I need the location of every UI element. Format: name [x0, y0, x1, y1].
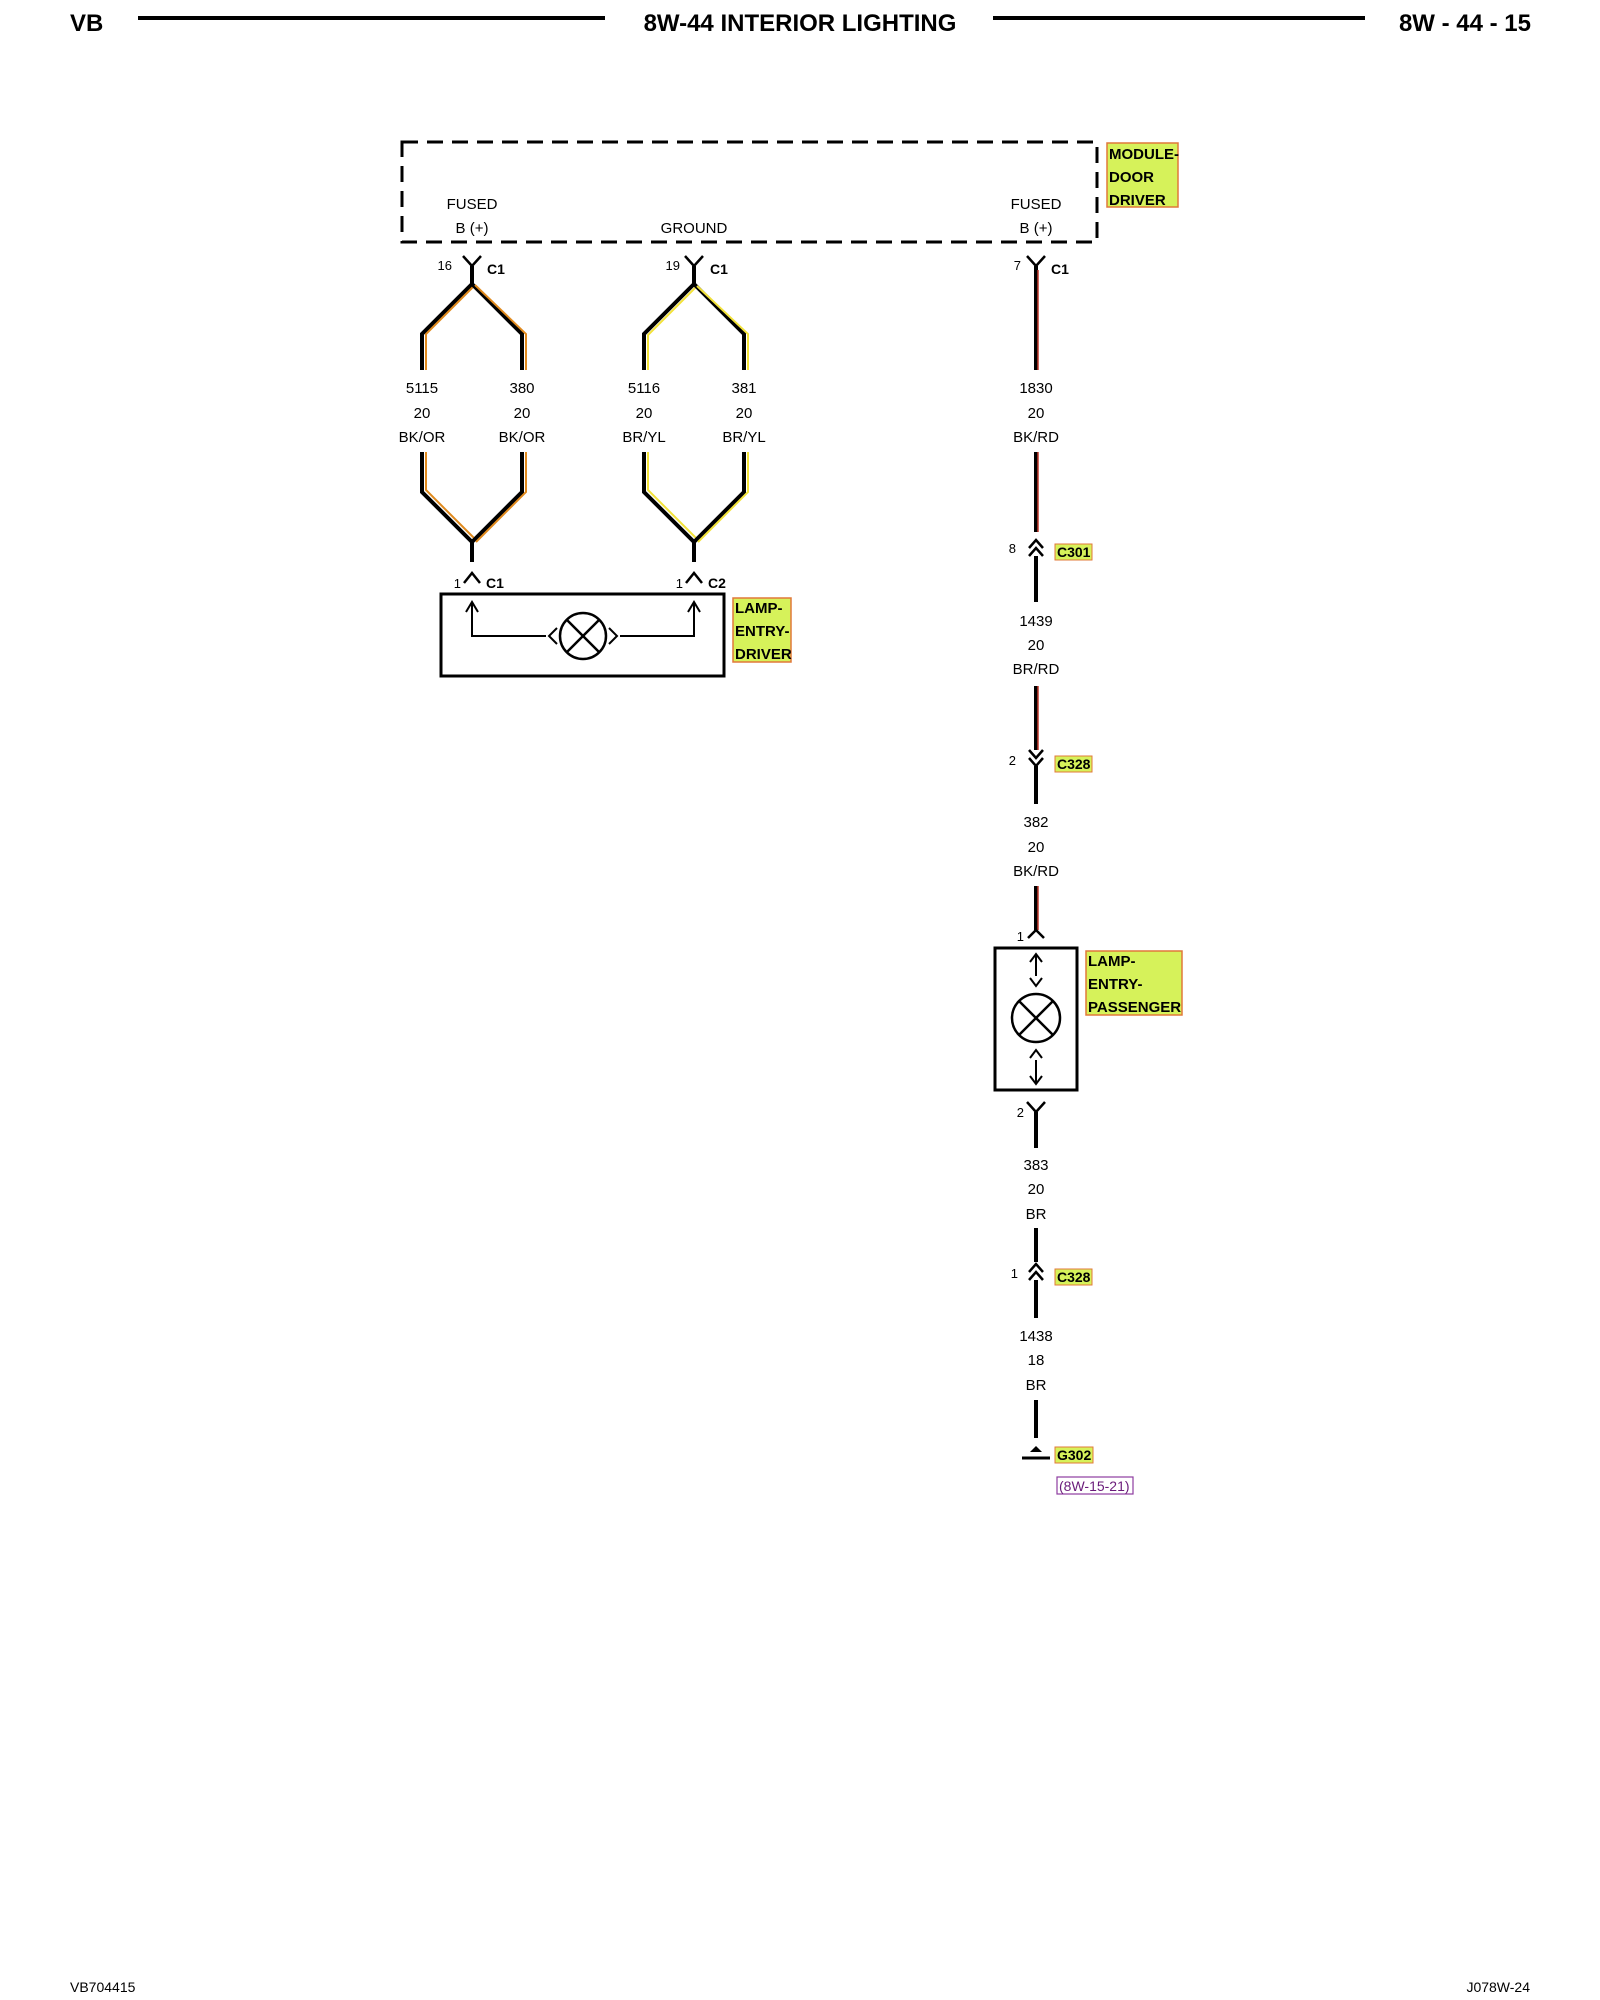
- wire-5115-color: BK/OR: [399, 429, 446, 446]
- lamp-driver-c1-label: C1: [486, 575, 504, 591]
- connector-c1-16-label: C1: [487, 261, 505, 277]
- pin-8: 8: [1009, 541, 1016, 556]
- connector-c1-7-symbol: [1026, 255, 1046, 268]
- wire-1830-gauge: 20: [1028, 405, 1045, 422]
- connector-c328-2-symbol: [1028, 749, 1044, 760]
- lamp-entry-driver: [439, 592, 726, 678]
- wire-1439-gauge: 20: [1028, 637, 1045, 654]
- wire-1830-color: BK/RD: [1013, 429, 1059, 446]
- connector-c301-symbol: [1028, 538, 1044, 549]
- circuit-right-run: [1026, 255, 1046, 939]
- connector-c328-1-label: C328: [1057, 1269, 1091, 1285]
- lamp-driver-name-line1: LAMP-: [735, 600, 783, 617]
- connector-c1-7-label: C1: [1051, 261, 1069, 277]
- header-left: VB: [70, 10, 103, 37]
- lamp-driver-pin-c2: 1: [676, 576, 683, 591]
- lamp-driver-c2-label: C2: [708, 575, 726, 591]
- lamp-driver-tag: [732, 597, 792, 663]
- lamp-driver-pin-c1: 1: [454, 576, 461, 591]
- wire-1438-id: 1438: [1019, 1328, 1052, 1345]
- pin-19: 19: [666, 258, 680, 273]
- connector-c328-1-symbol: [1028, 1262, 1044, 1273]
- ground-g302-tag: [1054, 1446, 1094, 1464]
- wire-380-gauge: 20: [514, 405, 531, 422]
- page-number: 8W - 44 - 15: [1399, 10, 1531, 37]
- wire-1439-color: BR/RD: [1013, 661, 1060, 678]
- lamp-passenger-name-line3: PASSENGER: [1088, 999, 1181, 1016]
- wire-380-id: 380: [509, 380, 534, 397]
- circuit-ground-run: [1022, 1101, 1050, 1460]
- wire-381-color: BR/YL: [722, 429, 765, 446]
- wire-383-id: 383: [1023, 1157, 1048, 1174]
- connector-c1-19-symbol: [684, 255, 704, 268]
- connector-lamp-c1-symbol: [463, 570, 481, 584]
- wire-380-color: BK/OR: [499, 429, 546, 446]
- wire-1438-color: BR: [1026, 1377, 1047, 1394]
- connector-c328-1-tag: [1054, 1268, 1093, 1286]
- connector-lamp-c2-symbol: [685, 570, 703, 584]
- wire-382-gauge: 20: [1028, 839, 1045, 856]
- wire-5115-id: 5115: [406, 380, 438, 397]
- wire-383-color: BR: [1026, 1206, 1047, 1223]
- connector-c1-16-symbol: [462, 255, 482, 268]
- footer-left: VB704415: [70, 1979, 136, 1995]
- lamp-passenger-tag: [1085, 950, 1183, 1016]
- ground-icon: [1030, 1446, 1042, 1452]
- ground-g302-label: G302: [1057, 1447, 1091, 1463]
- fused-b-left-line1: FUSED: [447, 196, 498, 213]
- ground-ref-link[interactable]: (8W-15-21): [1059, 1478, 1130, 1494]
- wire-1439-id: 1439: [1019, 613, 1052, 630]
- lamp-passenger-name-line2: ENTRY-: [1088, 976, 1142, 993]
- wire-5116-gauge: 20: [636, 405, 653, 422]
- fused-b-right-line2: B (+): [1020, 220, 1053, 237]
- connector-c328-2-label: C328: [1057, 756, 1091, 772]
- fused-b-left-line2: B (+): [456, 220, 489, 237]
- ground-label: GROUND: [661, 220, 728, 237]
- connector-c328-2-tag: [1054, 755, 1093, 773]
- wire-5116-id: 5116: [628, 380, 660, 397]
- wire-1830-id: 1830: [1019, 380, 1052, 397]
- module-door-driver-box: [400, 140, 1099, 244]
- wire-5116-color: BR/YL: [622, 429, 665, 446]
- ground-ref-link-box[interactable]: [1056, 1476, 1134, 1495]
- module-door-driver-tag: [1106, 142, 1179, 208]
- page-title: 8W-44 INTERIOR LIGHTING: [644, 10, 957, 37]
- pin-16: 16: [438, 258, 452, 273]
- wire-5115-gauge: 20: [414, 405, 431, 422]
- lamp-driver-name-line2: ENTRY-: [735, 623, 789, 640]
- pin-1-c328: 1: [1011, 1266, 1018, 1281]
- connector-c1-19-label: C1: [710, 261, 728, 277]
- lamp-passenger-pin-1: 1: [1017, 929, 1024, 944]
- lamp-driver-name-line3: DRIVER: [735, 646, 792, 663]
- footer-right: J078W-24: [1466, 1979, 1530, 1995]
- lamp-passenger-pin-2: 2: [1017, 1105, 1024, 1120]
- lamp-passenger-name-line1: LAMP-: [1088, 953, 1136, 970]
- circuit-br-yl: [642, 255, 749, 584]
- circuit-bk-or: [420, 255, 527, 584]
- wire-381-gauge: 20: [736, 405, 753, 422]
- pin-7: 7: [1014, 258, 1021, 273]
- wire-382-id: 382: [1023, 814, 1048, 831]
- lamp-entry-passenger: [993, 946, 1079, 1092]
- wire-381-id: 381: [731, 380, 756, 397]
- module-name-line3: DRIVER: [1109, 192, 1166, 209]
- wire-382-color: BK/RD: [1013, 863, 1059, 880]
- fused-b-right-line1: FUSED: [1011, 196, 1062, 213]
- lamp-passenger-pin2-symbol: [1026, 1101, 1046, 1114]
- module-name-line2: DOOR: [1109, 169, 1154, 186]
- connector-c301-label: C301: [1057, 544, 1091, 560]
- pin-2-c328: 2: [1009, 753, 1016, 768]
- wire-1438-gauge: 18: [1028, 1352, 1045, 1369]
- module-name-line1: MODULE-: [1109, 146, 1179, 163]
- connector-c301-tag: [1054, 543, 1093, 561]
- wire-383-gauge: 20: [1028, 1181, 1045, 1198]
